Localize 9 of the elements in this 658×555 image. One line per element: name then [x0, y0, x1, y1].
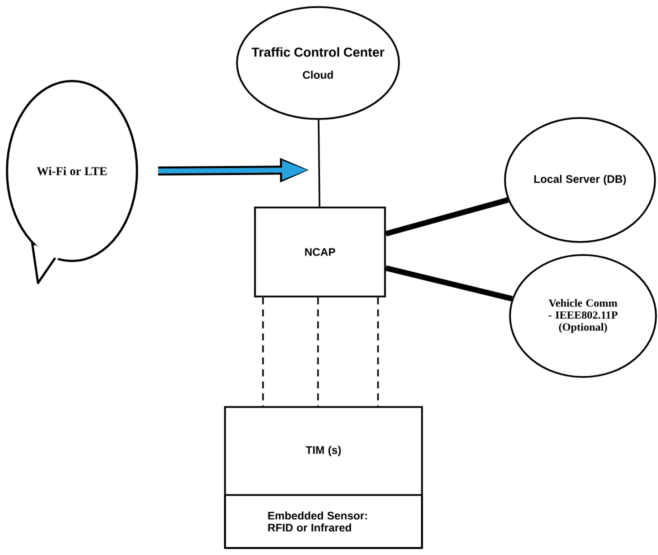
speech-bubble: Wi-Fi or LTE	[6, 80, 138, 284]
dashed-line	[377, 297, 379, 406]
dashed-line	[262, 297, 264, 406]
sensor-band: Embedded Sensor: RFID or Infrared	[224, 494, 423, 549]
ncap-box: NCAP	[254, 206, 386, 298]
connector-line	[385, 197, 509, 236]
connector-line	[318, 120, 320, 207]
dashed-line	[317, 297, 319, 406]
connector-line	[385, 265, 513, 302]
